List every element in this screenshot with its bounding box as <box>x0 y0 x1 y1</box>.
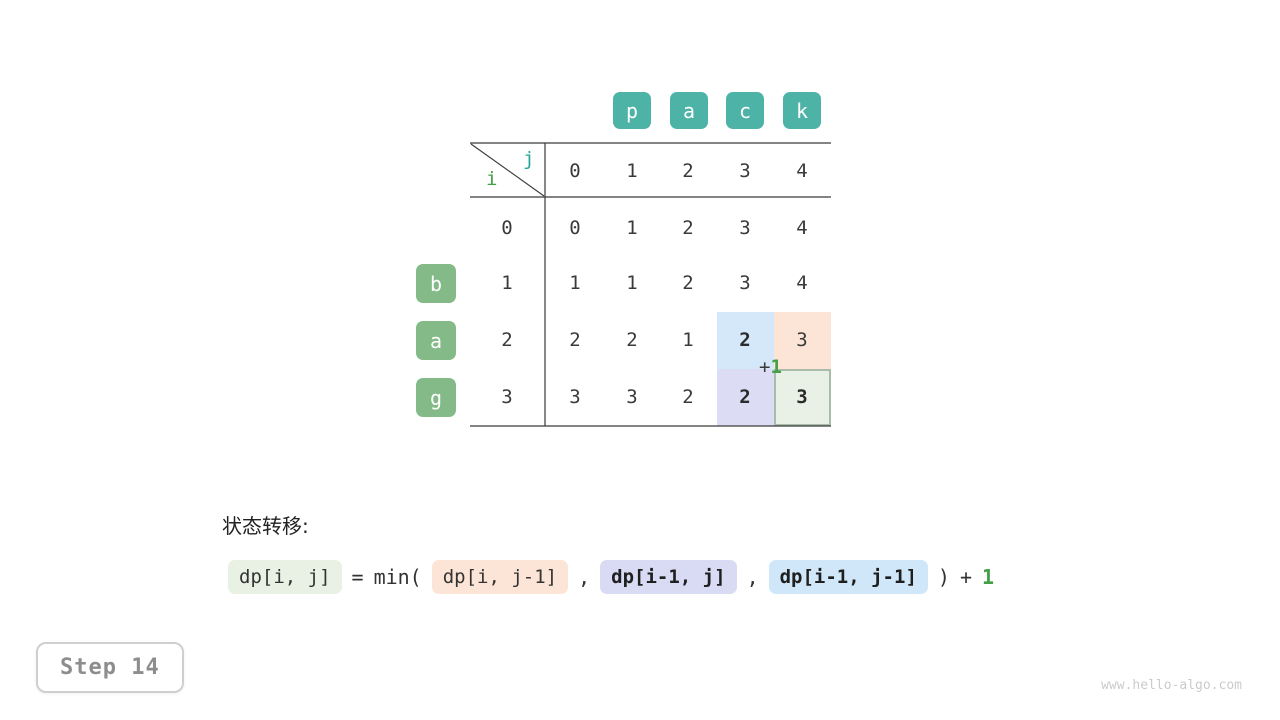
col-header: 0 <box>569 160 581 182</box>
row-char-label: b <box>429 271 443 296</box>
row-char-label: a <box>429 328 443 353</box>
formula-term-up: dp[i-1, j] <box>600 560 737 594</box>
table-cell: 1 <box>569 272 581 294</box>
highlight-cell-up-left <box>717 312 774 369</box>
col-char-label: k <box>795 98 809 123</box>
state-transition-label: 状态转移: <box>222 514 309 538</box>
table-cell: 3 <box>569 386 581 408</box>
plus-one-annotation: +1 <box>759 356 782 378</box>
col-header: 3 <box>739 160 751 182</box>
table-cell: 2 <box>682 272 694 294</box>
formula-plus: + <box>959 565 972 589</box>
row-char-box-b: b <box>416 264 456 303</box>
plus-one-value: 1 <box>770 356 782 378</box>
row-char-label: g <box>429 385 443 410</box>
row-header: 3 <box>501 386 513 408</box>
formula-term-current: dp[i, j] <box>228 560 342 594</box>
table-cell: 2 <box>626 329 638 351</box>
col-header: 1 <box>626 160 638 182</box>
step-badge: Step 14 <box>36 642 184 693</box>
table-cell-highlight-diag: 2 <box>739 329 751 351</box>
table-cell: 4 <box>796 217 808 239</box>
plus-sign: + <box>759 356 771 378</box>
table-cell: 1 <box>682 329 694 351</box>
state-transition-formula: dp[i, j] = min( dp[i, j-1] , dp[i-1, j] … <box>228 560 994 594</box>
table-cell: 2 <box>682 217 694 239</box>
formula-close-paren: ) <box>937 565 950 589</box>
row-header: 2 <box>501 329 513 351</box>
formula-comma: , <box>746 565 759 589</box>
col-char-label: a <box>682 98 696 123</box>
watermark: www.hello-algo.com <box>1101 678 1242 693</box>
formula-min-open: min( <box>373 565 422 589</box>
table-cell: 0 <box>569 217 581 239</box>
axis-label-i: i <box>486 168 498 190</box>
table-cell-current: 3 <box>796 386 808 408</box>
col-char-label: p <box>625 98 639 123</box>
col-char-label: c <box>738 98 752 123</box>
axis-label-j: j <box>523 148 535 170</box>
table-cell: 4 <box>796 272 808 294</box>
highlight-cell-down-left <box>717 369 774 426</box>
table-cell-highlight-left: 3 <box>796 329 808 351</box>
row-char-box-a: a <box>416 321 456 360</box>
formula-term-diag: dp[i-1, j-1] <box>768 560 928 594</box>
formula-equals: = <box>351 565 364 589</box>
col-char-box-c: c <box>726 92 764 129</box>
col-char-box-p: p <box>613 92 651 129</box>
table-cell: 2 <box>569 329 581 351</box>
table-cell: 3 <box>626 386 638 408</box>
row-char-box-g: g <box>416 378 456 417</box>
formula-plus-one: 1 <box>981 565 995 589</box>
table-cell: 3 <box>739 217 751 239</box>
col-header: 2 <box>682 160 694 182</box>
col-header: 4 <box>796 160 808 182</box>
table-cell-highlight-up: 2 <box>739 386 751 408</box>
row-header: 1 <box>501 272 513 294</box>
table-cell: 1 <box>626 272 638 294</box>
highlight-cell-up-right <box>774 312 831 369</box>
col-char-box-k: k <box>783 92 821 129</box>
highlight-cell-current <box>774 369 831 426</box>
formula-term-left: dp[i, j-1] <box>431 560 569 594</box>
formula-comma: , <box>578 565 591 589</box>
table-cell: 2 <box>682 386 694 408</box>
table-cell: 3 <box>739 272 751 294</box>
table-cell: 1 <box>626 217 638 239</box>
row-header: 0 <box>501 217 513 239</box>
col-char-box-a: a <box>670 92 708 129</box>
